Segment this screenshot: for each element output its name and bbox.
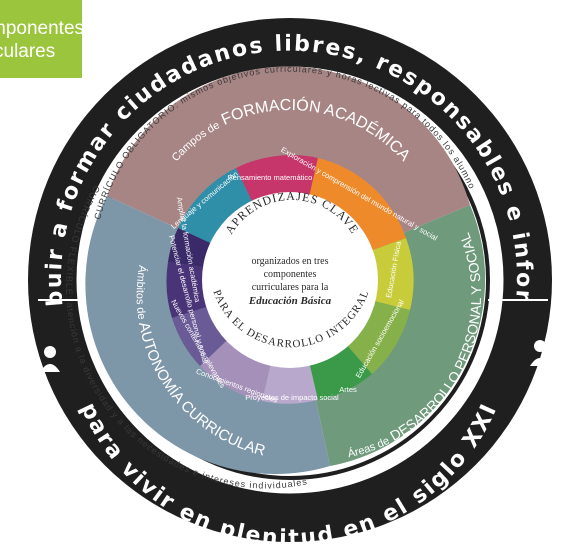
person-icon-right xyxy=(530,340,550,366)
matematico-label: Pensamiento matemático xyxy=(228,173,313,182)
person-icon-left xyxy=(40,346,60,372)
artes-label: Artes xyxy=(339,385,357,394)
center-line-2: componentes xyxy=(264,269,317,280)
badge-line-2: culares xyxy=(0,41,56,62)
center-line-4: Educación Básica xyxy=(248,295,332,307)
component-label-badge: mponentes culares xyxy=(0,0,82,78)
badge-line-1: mponentes xyxy=(0,18,82,39)
center-line-1: organizados en tres xyxy=(251,256,328,267)
center-circle xyxy=(202,192,378,368)
center-line-3: curriculares para la xyxy=(252,282,329,293)
proyectos-label: Proyectos de impacto social xyxy=(245,393,339,402)
